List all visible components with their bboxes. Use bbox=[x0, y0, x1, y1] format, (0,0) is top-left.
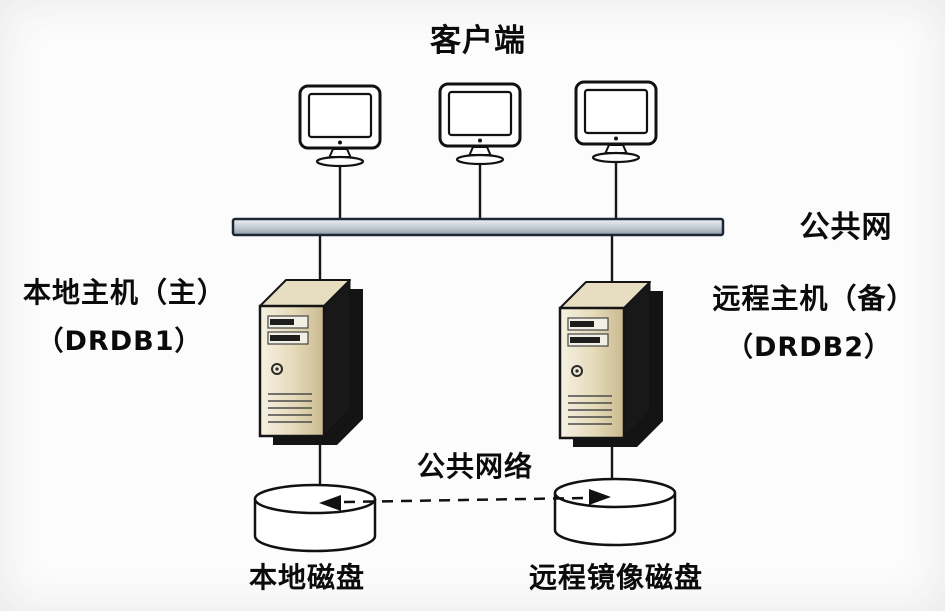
remote-host-label: 远程主机（备） bbox=[712, 282, 916, 315]
arrowhead-left-icon bbox=[319, 495, 341, 511]
remote-disk-label: 远程镜像磁盘 bbox=[528, 561, 703, 594]
clients-title-label: 客户端 bbox=[430, 23, 526, 59]
client-monitor-icon-1 bbox=[298, 84, 382, 168]
local-disk-cylinder-icon bbox=[253, 483, 377, 553]
remote-disk-cylinder-icon bbox=[553, 477, 677, 547]
replication-link-label: 公共网络 bbox=[416, 450, 533, 483]
client-monitor-icon-3 bbox=[574, 80, 658, 164]
primary-server-tower-icon bbox=[258, 278, 365, 447]
local-disk-label: 本地磁盘 bbox=[248, 561, 365, 594]
replication-arrow bbox=[319, 489, 611, 511]
remote-host-sublabel: （DRDB2） bbox=[726, 332, 892, 363]
remote-server-tower-icon bbox=[558, 280, 665, 449]
primary-host-label: 本地主机（主） bbox=[22, 276, 226, 309]
client-monitor-icon-2 bbox=[438, 82, 522, 166]
network-bus-bar bbox=[231, 217, 725, 237]
primary-host-sublabel: （DRDB1） bbox=[36, 326, 203, 357]
public-network-label: 公共网 bbox=[799, 210, 893, 245]
arrowhead-right-icon bbox=[589, 489, 611, 505]
